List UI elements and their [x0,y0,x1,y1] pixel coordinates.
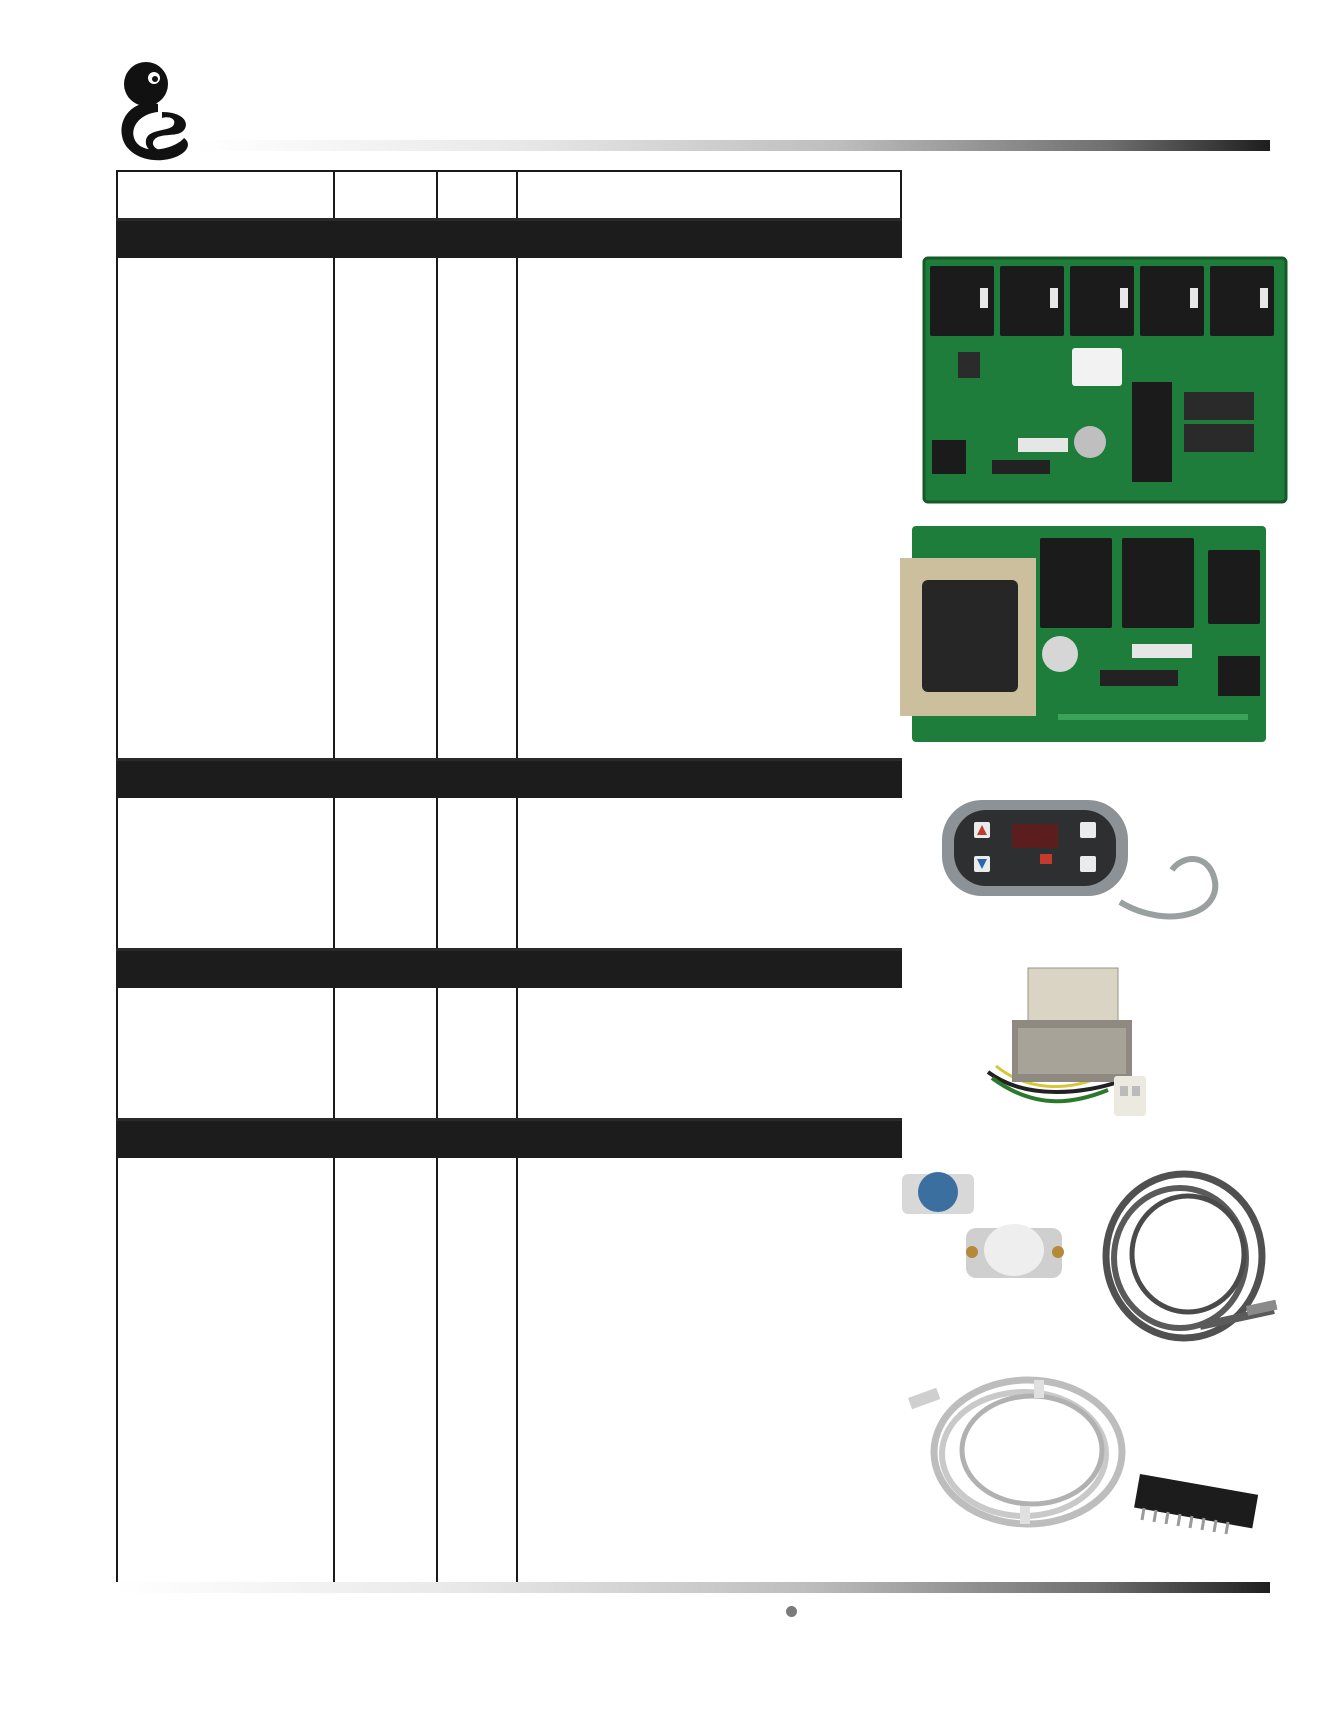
hi-limit-switches-and-sensor-image [900,1146,1282,1368]
table-top-border [116,170,902,172]
transformer-image [968,962,1168,1132]
table-left-border [116,170,118,1582]
header-divider [196,140,1270,151]
column-divider-2 [436,170,438,1582]
section-header-band [116,1118,902,1158]
sensor-cable-and-chip-image [904,1368,1284,1540]
footer-divider [116,1582,1270,1593]
section-header-band [116,948,902,988]
octopus-logo [116,58,196,168]
topside-control-panel-image [940,792,1230,932]
parts-table [116,170,902,1582]
transformer-circuit-board-image [900,524,1268,744]
column-divider-3 [516,170,518,1582]
page-number-bullet [786,1606,797,1617]
table-header-right-border [900,170,902,218]
column-divider-1 [333,170,335,1582]
section-header-band [116,758,902,798]
section-header-band [116,218,902,258]
relay-circuit-board-image [922,252,1288,504]
